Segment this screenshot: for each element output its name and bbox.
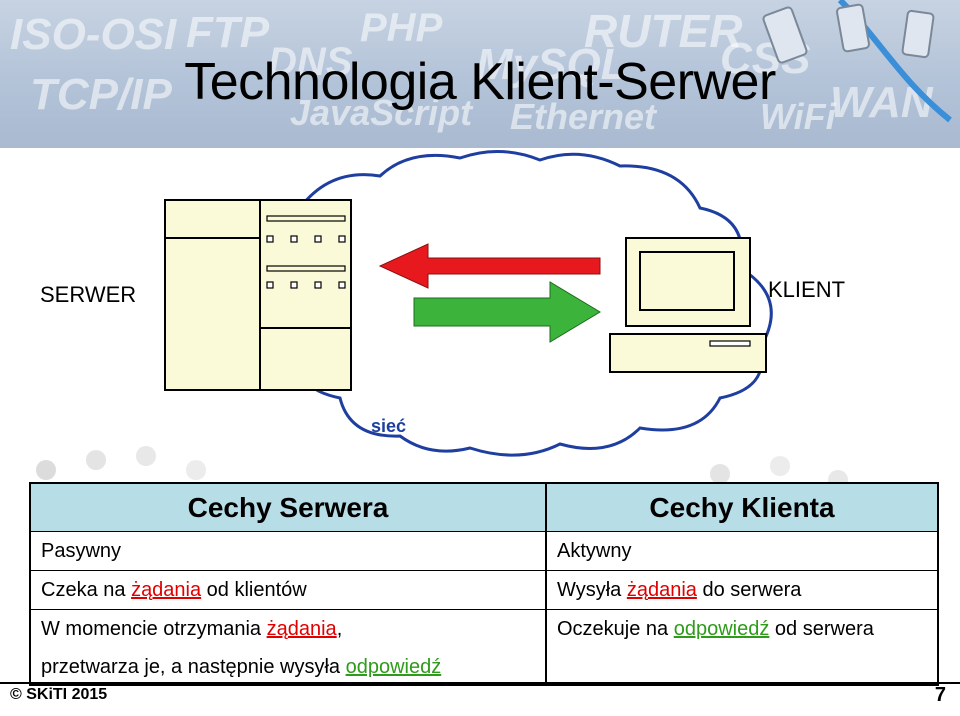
network-label: sieć [371, 416, 407, 436]
client-features-column: Cechy Klienta Aktywny Wysyła żądania do … [545, 482, 939, 686]
banner-word: TCP/IP [30, 70, 172, 119]
response-arrow [413, 281, 601, 343]
banner-word: JavaScript [290, 92, 473, 133]
client-computer-icon [609, 237, 767, 373]
client-feature-row: Wysyła żądania do serwera [547, 571, 937, 610]
requests-term: żądania [131, 579, 202, 601]
page-title: Technologia Klient-Serwer [184, 53, 776, 111]
banner-word: WiFi [760, 96, 836, 137]
header-banner: ISO-OSI FTP DNS PHP MySQL RUTER CSS WAN … [0, 0, 960, 148]
requests-term: żądania [266, 618, 337, 640]
server-features-column: Cechy Serwera Pasywny Czeka na żądania o… [29, 482, 547, 686]
server-icon [164, 199, 352, 391]
client-feature-row: Aktywny [547, 532, 937, 571]
banner-word: MySQL [476, 40, 628, 89]
footer: © SKiTI 2015 7 [0, 682, 960, 716]
request-arrow [378, 243, 601, 289]
client-label: KLIENT [768, 277, 846, 302]
client-server-diagram [164, 150, 773, 457]
banner-word: DNS [268, 40, 353, 84]
network-cable-icon [762, 0, 952, 123]
features-table: Cechy Serwera Pasywny Czeka na żądania o… [29, 482, 939, 686]
banner-word: Ethernet [510, 96, 657, 137]
response-term: odpowiedź [673, 618, 770, 640]
copyright: © SKiTI 2015 [10, 686, 108, 703]
server-features-header: Cechy Serwera [31, 484, 545, 532]
response-term: odpowiedź [345, 656, 442, 678]
server-feature-row: W momencie otrzymania żądania, [41, 618, 343, 640]
requests-term: żądania [626, 579, 697, 601]
copyright-icon: © [10, 686, 27, 703]
banner-word: ISO-OSI [10, 10, 177, 59]
banner-word: PHP [360, 6, 443, 50]
page-number: 7 [934, 684, 946, 706]
client-feature-row: Oczekuje na odpowiedź od serwera [557, 618, 874, 640]
banner-word: RUTER [584, 5, 743, 57]
server-feature-row: przetwarza je, a następnie wysyła odpowi… [41, 656, 442, 678]
server-feature-row: Czeka na żądania od klientów [31, 571, 545, 610]
server-feature-row: Pasywny [31, 532, 545, 571]
banner-word: FTP [186, 8, 270, 57]
client-features-header: Cechy Klienta [547, 484, 937, 532]
server-label: SERWER [40, 282, 137, 307]
footer-divider [0, 682, 960, 684]
